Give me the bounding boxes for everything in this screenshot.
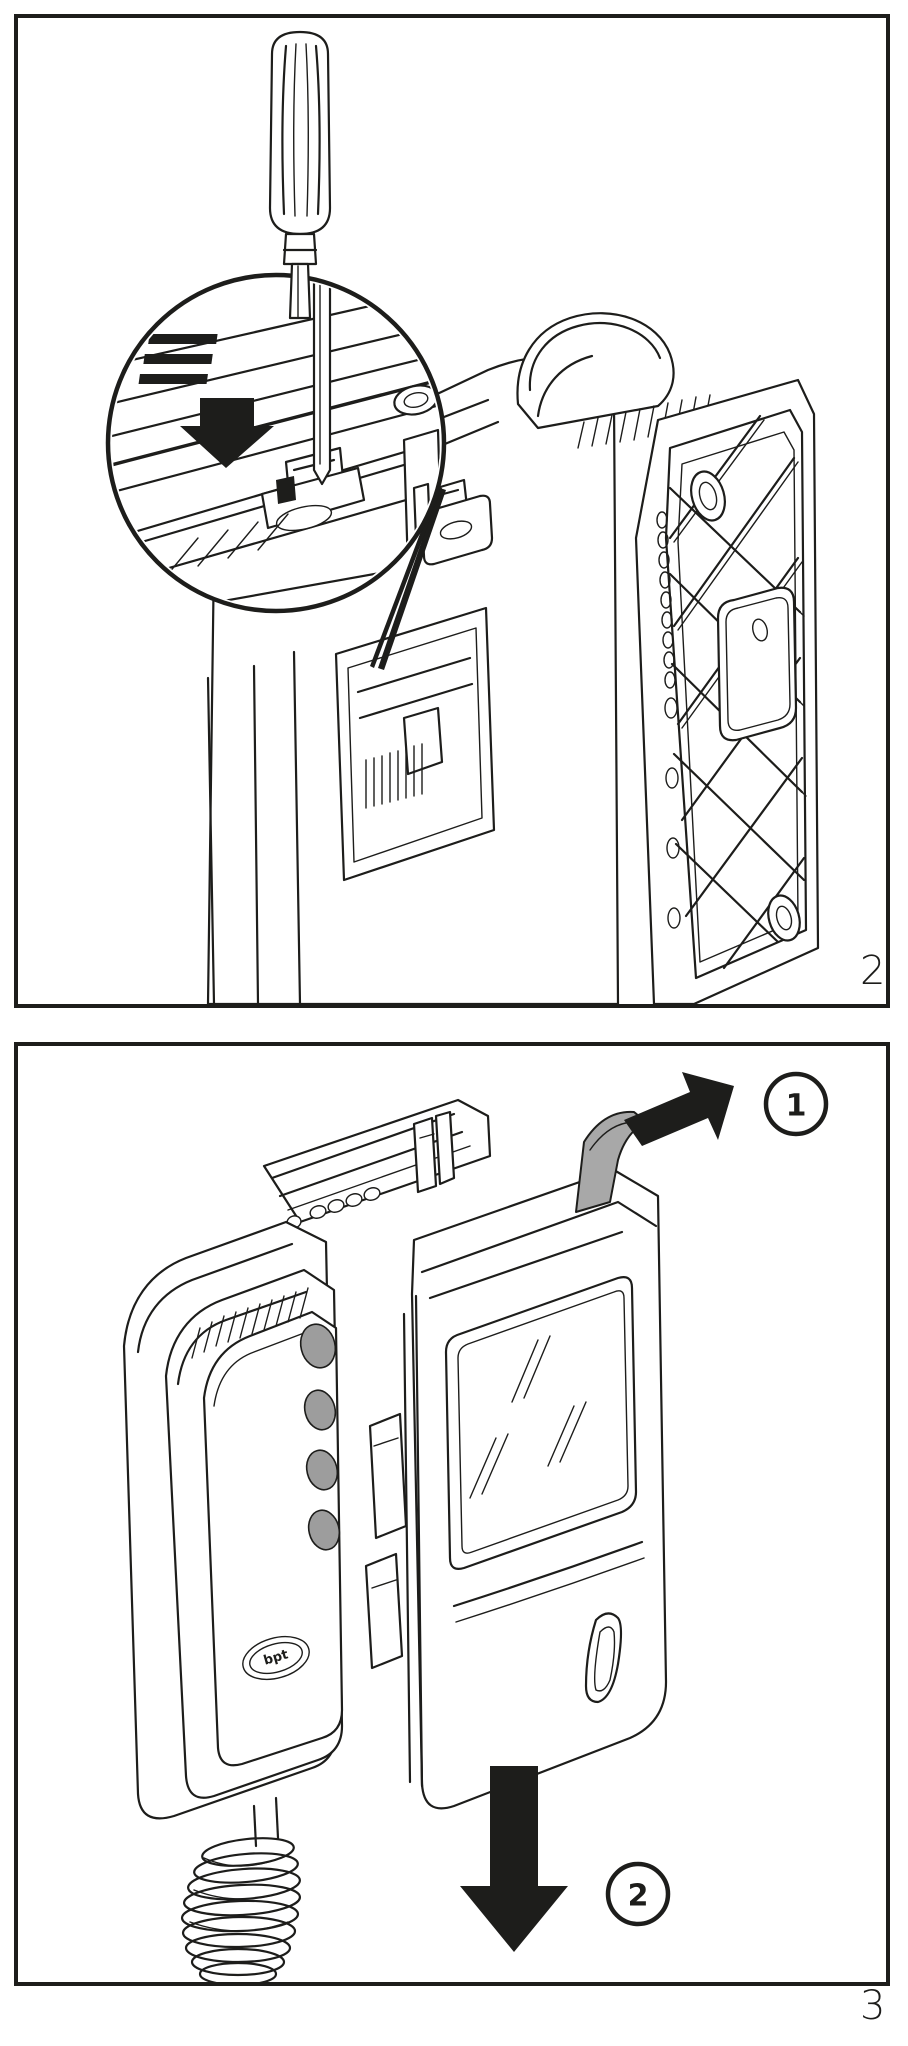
figure-number-panel-2: 3 xyxy=(860,1983,886,2029)
base-unit xyxy=(262,1098,668,1810)
callout-2-label: 2 xyxy=(628,1879,649,1914)
glass-reflections xyxy=(469,1335,587,1499)
illustration-panel-2: bpt xyxy=(14,1042,890,1986)
callout-1-label: 1 xyxy=(786,1089,807,1124)
handset-buttons xyxy=(299,1323,341,1551)
magnified-detail xyxy=(105,272,447,614)
figure-number-panel-1: 2 xyxy=(860,948,886,994)
handset-logo: bpt xyxy=(242,1635,310,1681)
detail-leader xyxy=(370,486,446,670)
coiled-cord xyxy=(180,1837,302,1982)
callout-2-circle xyxy=(605,1861,671,1927)
bead-column xyxy=(656,511,681,929)
panel-2-canvas: bpt xyxy=(18,1046,886,1982)
press-down-arrow xyxy=(138,334,274,468)
handset-logo-text: bpt xyxy=(262,1647,290,1668)
screwdriver xyxy=(268,30,332,320)
callout-1: 1 xyxy=(575,1071,829,1213)
callout-1-circle xyxy=(763,1071,829,1137)
callout-2: 2 xyxy=(460,1766,671,1952)
handset-vent-ribs xyxy=(191,1287,309,1359)
illustration-panel-1 xyxy=(14,14,890,1008)
handset: bpt xyxy=(122,1220,344,1982)
panel-1-canvas xyxy=(18,18,886,1004)
